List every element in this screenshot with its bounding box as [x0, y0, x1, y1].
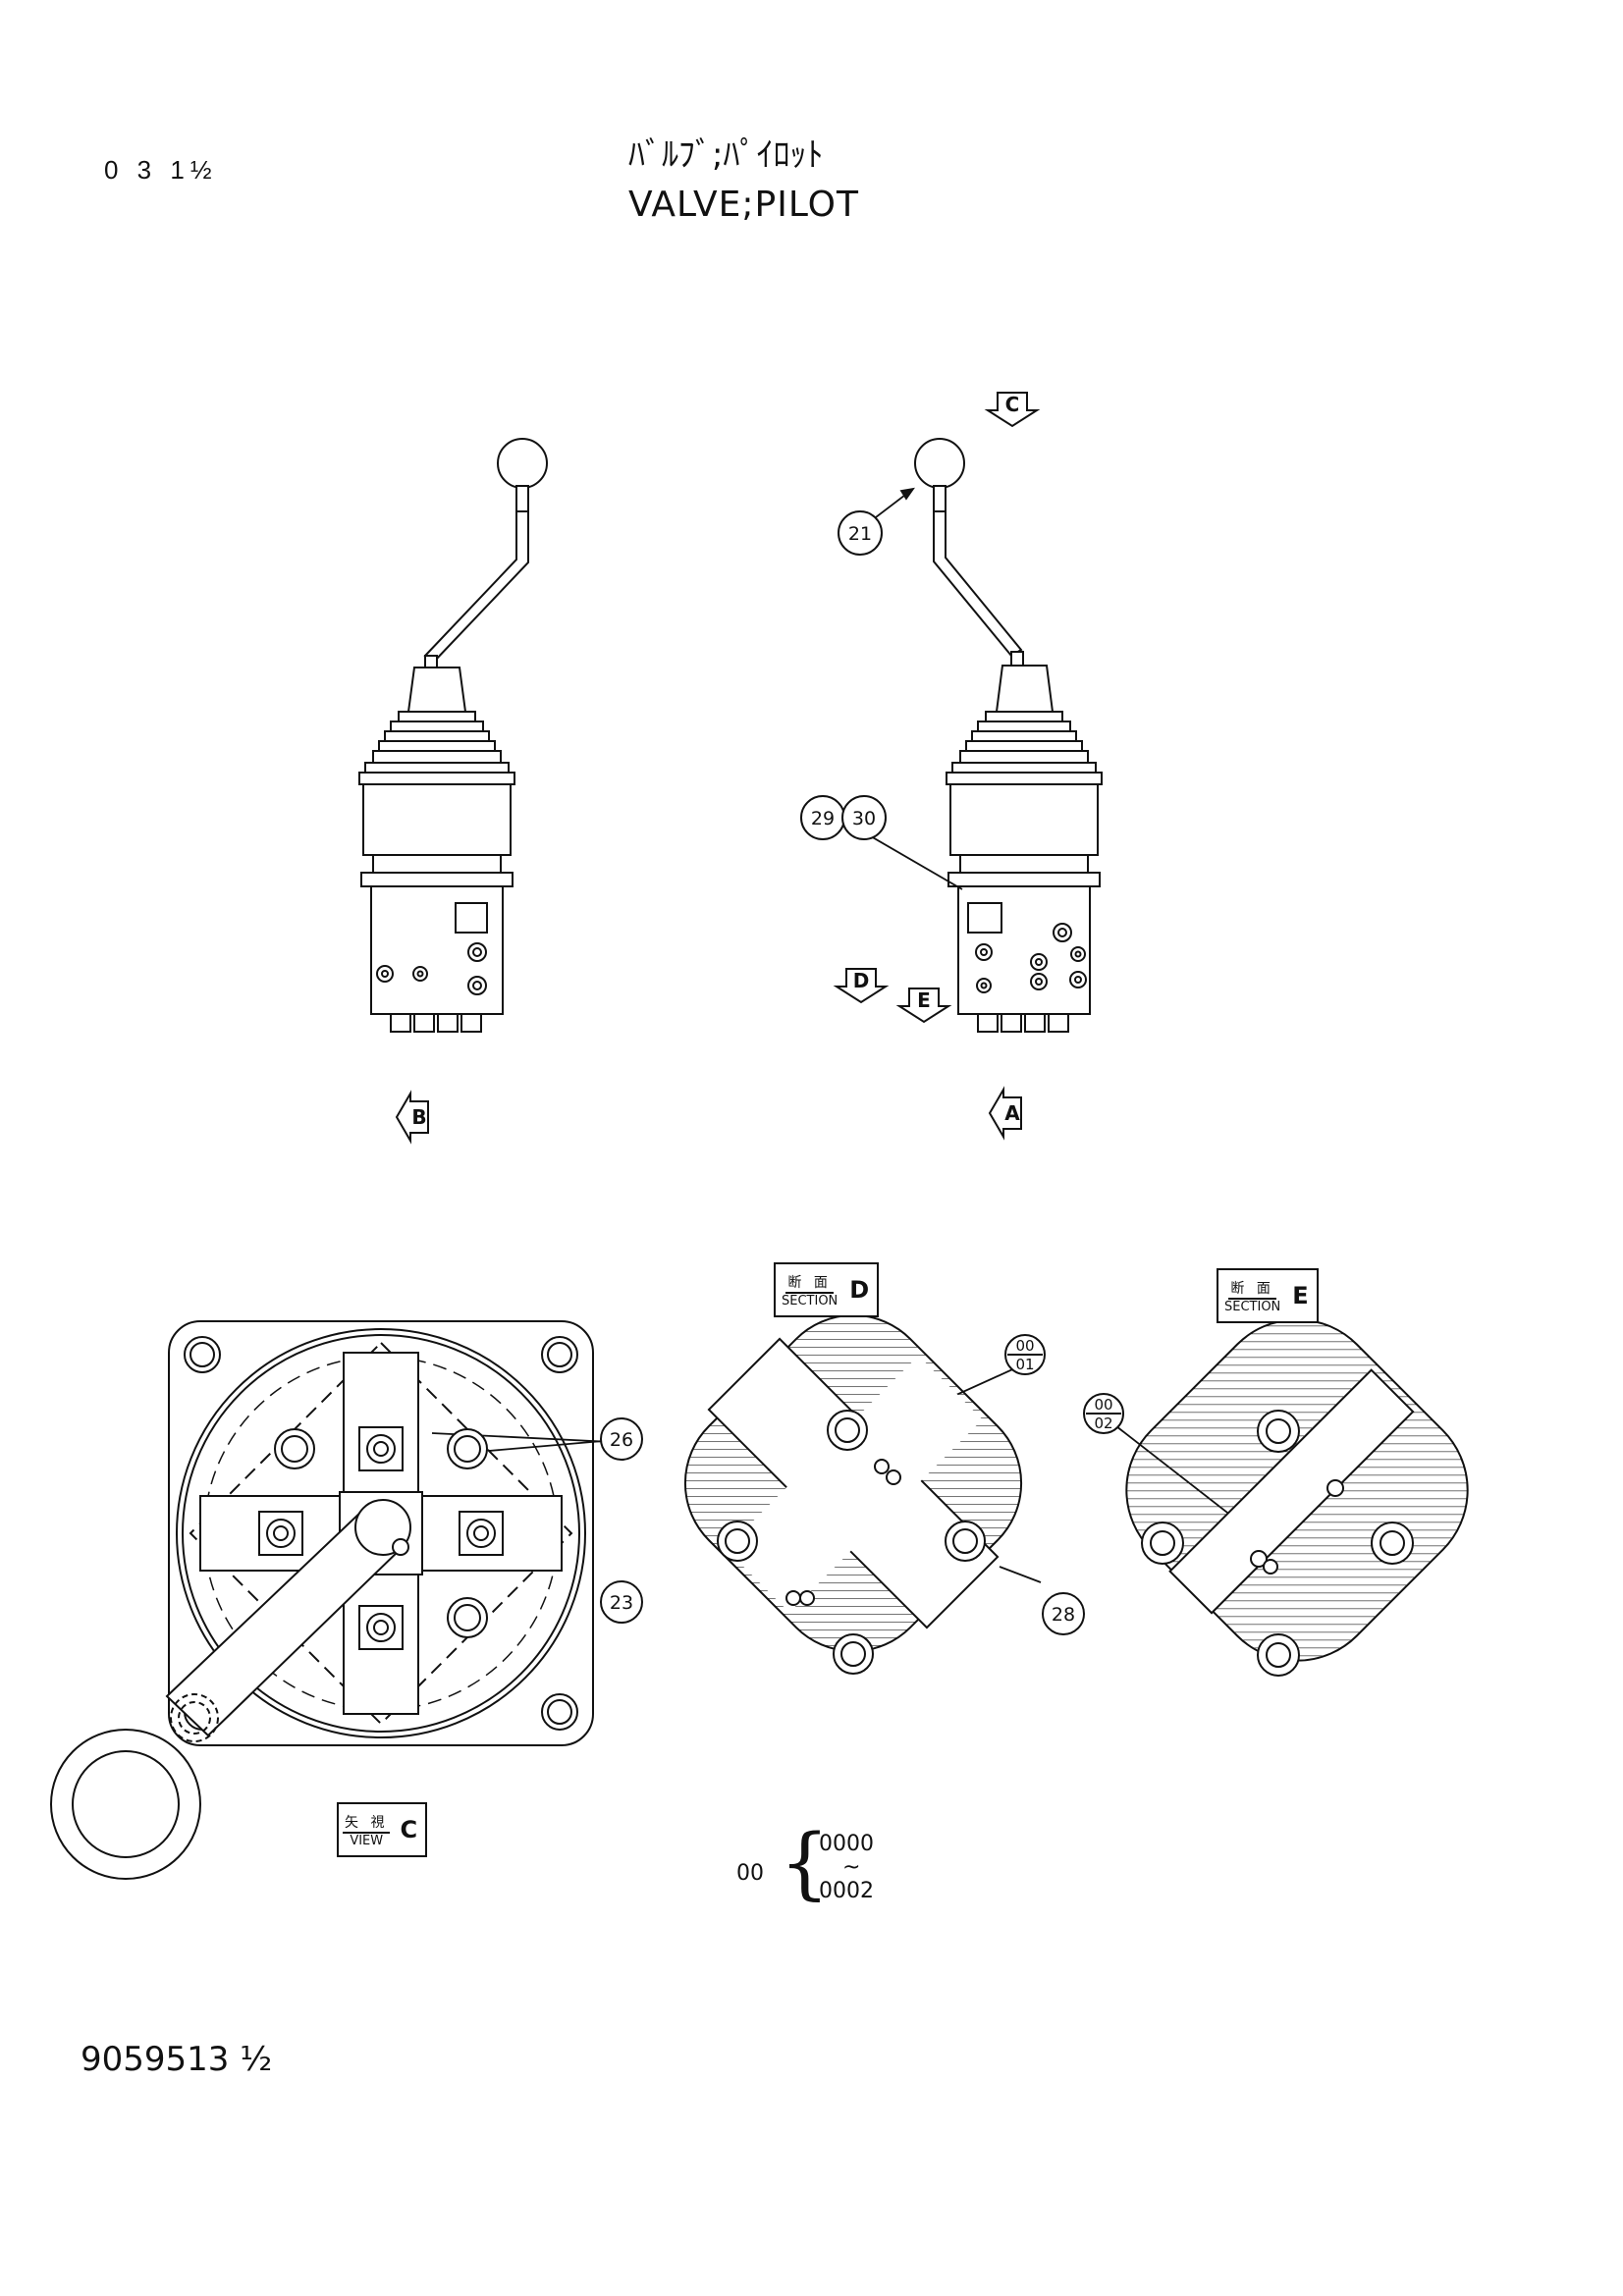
view-arrow-a-label: A — [1004, 1101, 1020, 1125]
callout-26 — [600, 1417, 643, 1461]
view-arrow-e-label: E — [917, 988, 931, 1012]
callout-00-02-top: 00 — [1094, 1396, 1112, 1414]
view-arrow-b — [395, 1090, 429, 1145]
view-c-drawing — [50, 1320, 594, 1880]
range-brace-icon: { — [780, 1817, 830, 1908]
section-e-drawing — [1125, 1318, 1469, 1677]
view-arrow-d — [833, 968, 890, 1004]
callout-23-text: 23 — [610, 1592, 633, 1614]
range-tilde: ~ — [842, 1855, 861, 1880]
callout-23 — [600, 1580, 643, 1624]
callout-00-02-bottom: 02 — [1094, 1415, 1112, 1432]
range-to: 0002 — [819, 1879, 874, 1903]
view-arrows — [395, 392, 1041, 1145]
joystick-right-view — [914, 438, 1103, 1033]
drawing-number: 9059513 ½ — [81, 2040, 273, 2079]
view-arrow-c — [984, 392, 1041, 428]
page-number: 0 3 1½ — [104, 155, 218, 185]
title-english: VALVE;PILOT — [628, 185, 859, 225]
callout-21-text: 21 — [848, 523, 872, 545]
view-arrow-a — [988, 1086, 1022, 1141]
callout-28-text: 28 — [1052, 1604, 1075, 1626]
callout-29-text: 29 — [811, 808, 835, 829]
callout-30-text: 30 — [852, 808, 876, 829]
section-e-tag-jp: 断 面 — [1228, 1278, 1276, 1300]
section-d-tag-jp: 断 面 — [785, 1272, 834, 1294]
section-e-tag-en: SECTION — [1224, 1299, 1281, 1314]
section-d-drawing — [683, 1313, 1023, 1675]
section-e-tag-letter: E — [1292, 1282, 1309, 1309]
range-from: 0000 — [819, 1832, 874, 1856]
callout-30 — [841, 795, 887, 840]
view-c-tag-en: VIEW — [350, 1833, 384, 1848]
callout-00-01-bottom: 01 — [1015, 1356, 1034, 1373]
view-c-tag-jp: 矢 視 — [343, 1812, 391, 1834]
section-d-tag-en: SECTION — [782, 1293, 839, 1308]
view-c-tag-letter: C — [400, 1816, 418, 1843]
section-d-tag-letter: D — [849, 1276, 870, 1304]
section-d-tag: 断 面 SECTION D — [774, 1262, 880, 1317]
callout-26-text: 26 — [610, 1429, 633, 1451]
view-arrow-e — [895, 988, 952, 1024]
callout-28 — [1042, 1592, 1085, 1635]
callout-00-01-top: 00 — [1015, 1337, 1034, 1355]
title-japanese: ﾊﾞﾙﾌﾞ;ﾊﾟｲﾛｯﾄ — [628, 135, 824, 175]
view-arrow-b-label: B — [411, 1105, 426, 1129]
view-arrow-d-label: D — [853, 969, 870, 992]
callout-21 — [838, 510, 883, 556]
view-arrow-c-label: C — [1005, 393, 1020, 416]
range-key: 00 — [736, 1861, 764, 1886]
view-c-tag: 矢 視 VIEW C — [337, 1802, 428, 1857]
section-e-tag: 断 面 SECTION E — [1217, 1268, 1319, 1323]
joystick-left-view — [358, 438, 548, 1033]
